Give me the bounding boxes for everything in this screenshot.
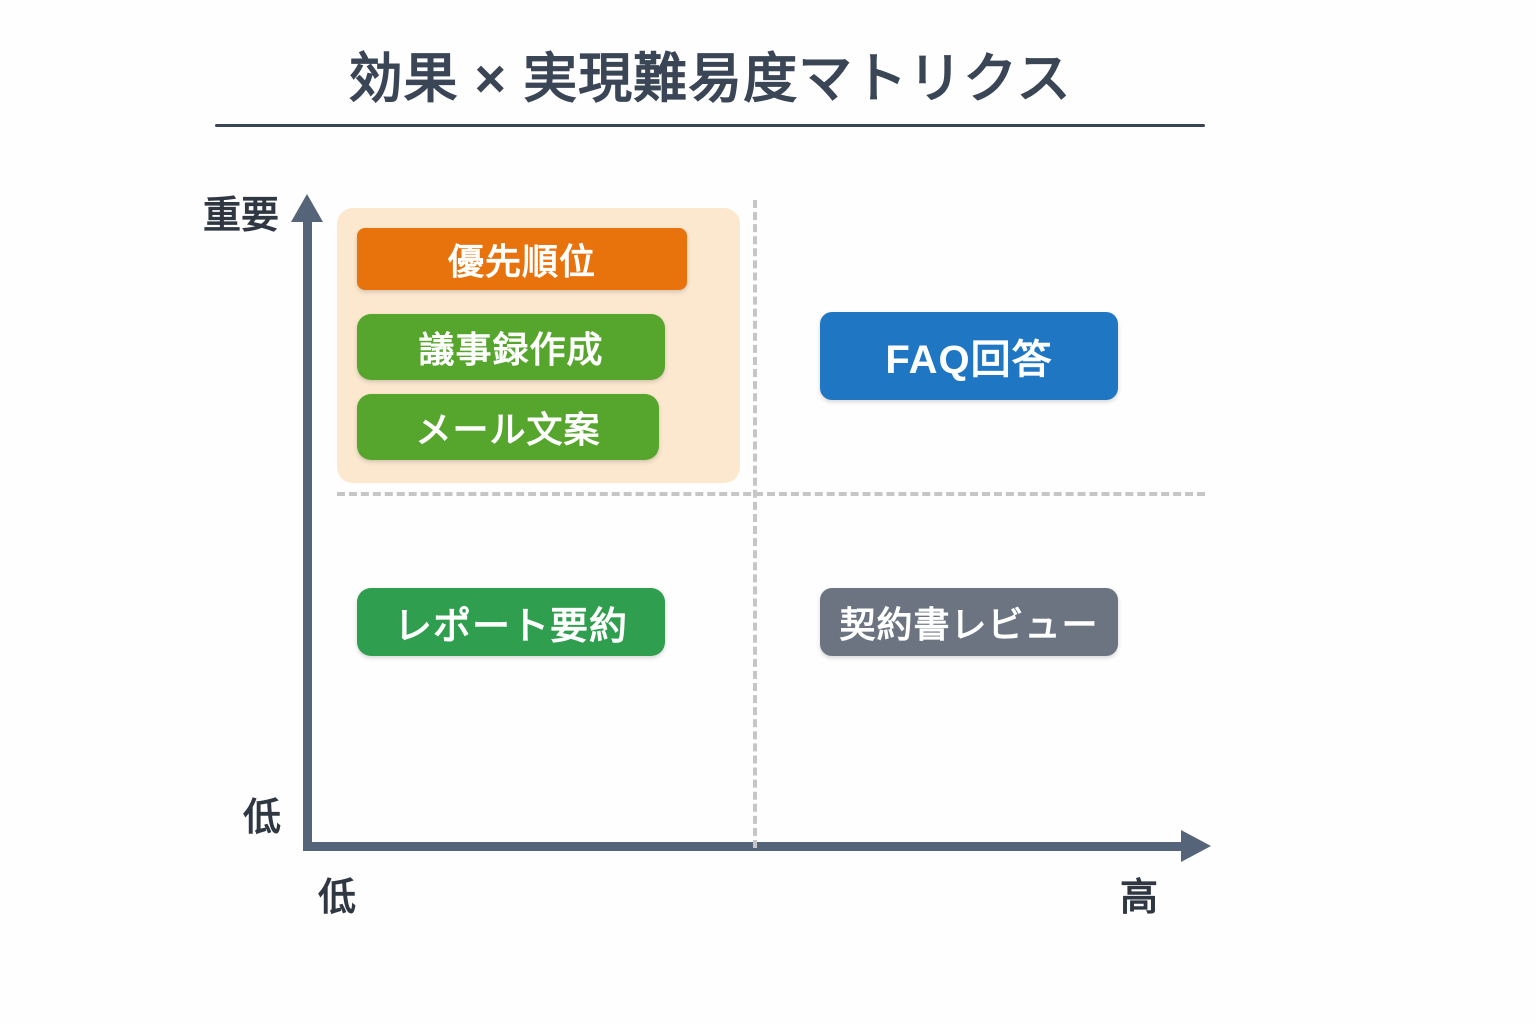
matrix-item-minutes[interactable]: 議事録作成: [357, 314, 665, 380]
x-axis-low-label: 低: [318, 877, 357, 919]
y-axis-arrow-icon: [291, 194, 323, 222]
page-title: 効果 × 実現難易度マトリクス: [348, 49, 1072, 109]
matrix-item-mail-draft[interactable]: メール文案: [357, 394, 659, 460]
matrix-item-report-summary[interactable]: レポート要約: [357, 588, 665, 656]
y-axis-high-label: 重要: [203, 195, 280, 237]
quadrant-divider-vertical: [753, 200, 757, 848]
matrix-item-contract-review[interactable]: 契約書レビュー: [820, 588, 1118, 656]
y-axis-line: [303, 218, 312, 850]
x-axis-high-label: 高: [1120, 877, 1159, 919]
title-divider-rule: [215, 124, 1205, 127]
quadrant-divider-horizontal: [337, 492, 1205, 496]
matrix-item-faq[interactable]: FAQ回答: [820, 312, 1118, 400]
matrix-item-priority[interactable]: 優先順位: [357, 228, 687, 290]
y-axis-low-label: 低: [243, 797, 282, 839]
x-axis-arrow-icon: [1181, 830, 1211, 862]
x-axis-line: [303, 842, 1185, 851]
